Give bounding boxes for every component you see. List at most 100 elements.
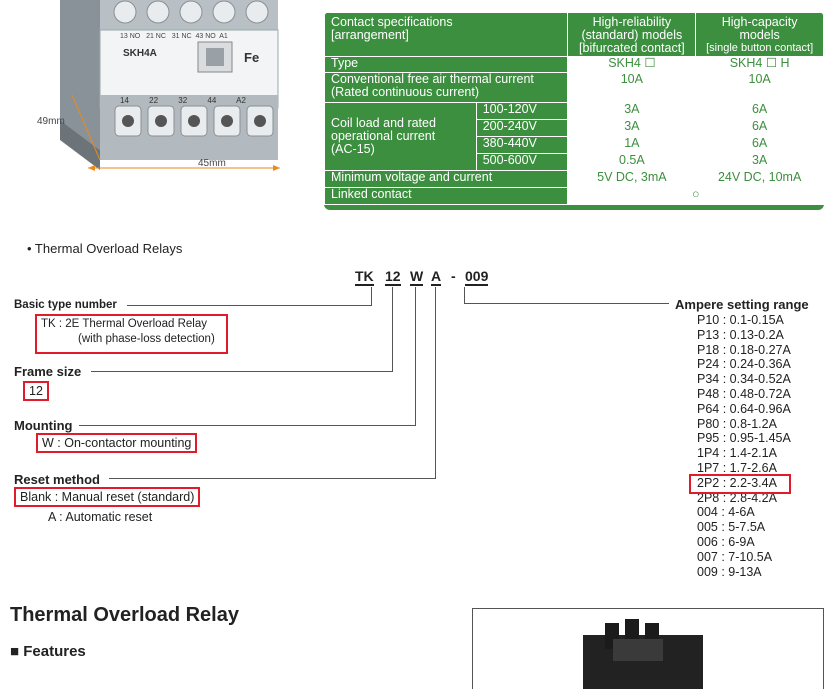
connector-line	[464, 287, 465, 304]
contactor-drawing: Fe	[60, 0, 280, 171]
terminal-label: 21 NC	[146, 33, 166, 40]
code-part-mounting: W	[410, 268, 424, 286]
ampere-range-item: P13 : 0.13-0.2A	[697, 327, 784, 342]
contactor-illustration: Fe 13 NO 21 NC 31 NC 43 NO A1 SKH4A 14 2…	[0, 0, 315, 210]
coil-current-standard: 3A	[567, 119, 697, 137]
ampere-range-item: 1P7 : 1.7-2.6A	[697, 460, 777, 475]
basic-type-value: TK : 2E Thermal Overload Relay	[41, 318, 207, 330]
coil-current-high-capacity: 3A	[695, 153, 824, 171]
coil-current-high-capacity: 6A	[695, 119, 824, 137]
connector-line	[435, 287, 436, 479]
ampere-range-item: 2P2 : 2.2-3.4A	[697, 475, 777, 490]
reset-method-label: Reset method	[14, 472, 100, 487]
coil-current-high-capacity: 6A	[695, 136, 824, 154]
reset-automatic-value: A : Automatic reset	[48, 510, 153, 524]
top-terminal-labels: 13 NO 21 NC 31 NC 43 NO A1	[120, 33, 228, 40]
code-part-frame: 12	[385, 268, 401, 286]
ampere-range-item: P80 : 0.8-1.2A	[697, 416, 777, 431]
code-part-tk: TK	[355, 268, 374, 286]
minimum-voltage-high-capacity: 24V DC, 10mA	[695, 170, 824, 188]
label-line: Conventional free air thermal current	[331, 72, 534, 86]
coil-voltage: 200-240V	[475, 119, 569, 137]
bottom-terminal-labels: 14 22 32 44 A2	[120, 96, 246, 105]
coil-current-standard: 0.5A	[567, 153, 697, 171]
label-line: operational current	[331, 129, 436, 143]
coil-current-standard: 1A	[567, 136, 697, 154]
header-arrangement: Contact specifications [arrangement]	[324, 12, 569, 57]
height-dimension: 49mm	[37, 116, 65, 127]
minimum-voltage-standard: 5V DC, 3mA	[567, 170, 697, 188]
ampere-range-item: 005 : 5-7.5A	[697, 520, 766, 535]
label-line: (AC-15)	[331, 142, 375, 156]
relay-illustration	[583, 619, 703, 694]
width-dimension: 45mm	[198, 158, 226, 169]
header-line: [single button contact]	[706, 42, 814, 54]
terminal-label: 32	[178, 96, 188, 105]
svg-text:Fe: Fe	[244, 50, 259, 65]
basic-type-note: (with phase-loss detection)	[78, 333, 215, 345]
connector-line	[109, 478, 436, 479]
header-line: High-capacity	[721, 15, 798, 29]
terminal-label: 43 NO	[195, 33, 216, 40]
label-line: Coil load and rated	[331, 116, 436, 130]
reset-manual-value: Blank : Manual reset (standard)	[14, 487, 201, 507]
coil-current-high-capacity: 6A	[695, 102, 824, 120]
section-heading: Thermal Overload Relay	[10, 604, 239, 626]
minimum-voltage-label: Minimum voltage and current	[324, 170, 569, 188]
code-text: 009	[465, 268, 489, 286]
frame-size-value: 12	[23, 381, 49, 401]
mounting-label: Mounting	[14, 418, 73, 433]
header-line: Contact specifications	[331, 15, 453, 29]
coil-current-standard: 3A	[567, 102, 697, 120]
mounting-value: W : On-contactor mounting	[36, 433, 198, 453]
ampere-range-item: 009 : 9-13A	[697, 564, 762, 579]
linked-contact-value: ○	[567, 187, 824, 205]
header-high-reliability: High-reliability (standard) models [bifu…	[567, 12, 697, 57]
thermal-current-standard: 10A	[567, 72, 697, 103]
header-line: models	[739, 28, 780, 42]
connector-line	[79, 425, 416, 426]
coil-voltage: 500-600V	[475, 153, 569, 171]
code-dash: -	[451, 268, 456, 284]
connector-line	[392, 287, 393, 372]
ampere-range-item: P24 : 0.24-0.36A	[697, 357, 791, 372]
connector-line	[464, 303, 669, 304]
coil-voltage: 380-440V	[475, 136, 569, 154]
coil-voltage: 100-120V	[475, 102, 569, 120]
header-line: [bifurcated contact]	[579, 41, 685, 55]
code-text: 12	[385, 268, 401, 286]
ampere-range-item: 1P4 : 1.4-2.1A	[697, 446, 777, 461]
code-part-reset: A	[431, 268, 442, 286]
ampere-range-item: 006 : 6-9A	[697, 534, 755, 549]
terminal-label: A1	[219, 33, 228, 40]
ampere-range-item: 2P8 : 2.8-4.2A	[697, 490, 777, 505]
ampere-range-item: 007 : 7-10.5A	[697, 549, 773, 564]
ampere-range-item: P18 : 0.18-0.27A	[697, 342, 791, 357]
coil-load-label: Coil load and rated operational current …	[324, 102, 477, 171]
code-text: W	[410, 268, 424, 286]
terminal-label: 22	[149, 96, 159, 105]
ampere-range-item: P34 : 0.34-0.52A	[697, 372, 791, 387]
type-label: Type	[324, 56, 569, 73]
connector-line	[371, 287, 372, 306]
terminal-label: 13 NO	[120, 33, 141, 40]
relay-image-frame	[472, 608, 824, 694]
header-line: (standard) models	[581, 28, 683, 42]
label-line: (Rated continuous current)	[331, 85, 479, 99]
header-line: [arrangement]	[331, 28, 409, 42]
ampere-range-item: P48 : 0.48-0.72A	[697, 386, 791, 401]
section-title: • Thermal Overload Relays	[27, 241, 183, 256]
connector-line	[91, 371, 393, 372]
features-heading: ■ Features	[10, 643, 86, 660]
ampere-range-item: P95 : 0.95-1.45A	[697, 431, 791, 446]
thermal-current-label: Conventional free air thermal current (R…	[324, 72, 569, 103]
ampere-range-label: Ampere setting range	[675, 297, 809, 312]
frame-size-label: Frame size	[14, 364, 82, 379]
code-text: A	[431, 268, 442, 286]
ampere-range-item: P10 : 0.1-0.15A	[697, 313, 784, 327]
type-standard: SKH4 ☐	[567, 56, 697, 73]
header-line: High-reliability	[592, 15, 672, 29]
terminal-label: 14	[120, 96, 129, 105]
code-part-ampere: 009	[465, 268, 489, 286]
